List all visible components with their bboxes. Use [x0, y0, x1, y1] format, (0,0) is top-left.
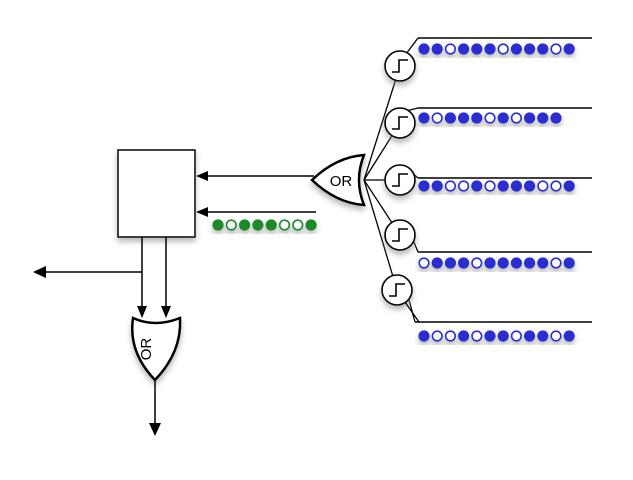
spike-dot-empty: [471, 257, 483, 269]
spike-dot-empty: [537, 180, 549, 192]
input-dot-filled: [265, 219, 277, 231]
spike-dot-filled: [458, 112, 470, 124]
spike-dot-empty: [471, 330, 483, 342]
step-function-icon: [384, 50, 416, 82]
spike-dot-filled: [484, 330, 496, 342]
spike-dot-filled: [418, 180, 430, 192]
spike-dot-filled: [431, 180, 443, 192]
spike-dot-empty: [497, 43, 509, 55]
spike-dot-filled: [537, 43, 549, 55]
step-function-icon: [384, 107, 416, 139]
input-dot-filled: [239, 219, 251, 231]
spike-dot-filled: [537, 330, 549, 342]
channel-line: [405, 37, 419, 55]
input-dot-empty: [225, 219, 237, 231]
spike-dot-filled: [444, 257, 457, 269]
spike-dot-filled: [523, 257, 536, 269]
spike-dot-empty: [484, 180, 496, 192]
spike-dot-filled: [418, 112, 430, 124]
spike-dot-empty: [458, 180, 470, 192]
spike-dot-filled: [458, 257, 470, 269]
main-or-label: OR: [330, 173, 353, 190]
spike-dot-filled: [458, 330, 470, 342]
spike-dot-empty: [550, 180, 562, 192]
spike-dot-filled: [418, 330, 430, 342]
spike-dot-filled: [497, 257, 509, 269]
spike-dot-empty: [550, 43, 562, 55]
spike-dot-filled: [523, 43, 536, 55]
spike-dot-filled: [537, 112, 549, 124]
fan-line: [363, 179, 398, 291]
spike-dot-empty: [431, 112, 443, 124]
fan-line: [363, 65, 401, 181]
bottom-output-arrow-head: [149, 423, 161, 436]
spike-dot-filled: [510, 180, 523, 192]
spike-dot-empty: [431, 330, 443, 342]
spike-dot-empty: [444, 180, 457, 192]
step-function-icon: [384, 164, 416, 196]
spike-dot-filled: [563, 43, 575, 55]
spike-dot-filled: [537, 257, 549, 269]
spike-dot-filled: [563, 257, 575, 269]
spike-dot-filled: [510, 257, 523, 269]
input-sequence: [212, 219, 317, 231]
spike-dot-filled: [497, 112, 509, 124]
spike-train: [418, 257, 575, 269]
spike-dot-filled: [497, 330, 509, 342]
spike-dot-filled: [563, 330, 575, 342]
spike-train: [418, 112, 562, 124]
input-dot-filled: [212, 219, 224, 231]
spike-dot-filled: [484, 43, 496, 55]
spike-dot-filled: [523, 112, 536, 124]
spike-train: [418, 330, 575, 342]
spike-dot-filled: [458, 43, 470, 55]
spike-dot-filled: [431, 257, 443, 269]
step-function-icon: [381, 274, 413, 306]
spike-dot-empty: [550, 257, 562, 269]
spike-dot-filled: [497, 180, 509, 192]
input-dot-empty: [292, 219, 304, 231]
input-dot-filled: [305, 219, 317, 231]
channels: [381, 37, 592, 323]
spike-dot-empty: [444, 43, 457, 55]
spike-dot-empty: [510, 330, 523, 342]
spike-dot-filled: [471, 180, 483, 192]
spike-dot-filled: [523, 180, 536, 192]
spike-train: [418, 43, 575, 55]
step-function-icon: [384, 219, 416, 251]
input-spike-train: [212, 219, 317, 231]
or-to-block-arrow-head: [196, 171, 208, 181]
spike-dot-filled: [523, 330, 536, 342]
left-output-arrow-head: [33, 266, 46, 278]
input-dot-empty: [278, 219, 291, 231]
spike-dot-empty: [550, 330, 562, 342]
lower-or-gate: [131, 316, 182, 382]
spike-train: [418, 180, 575, 192]
spike-dot-filled: [444, 112, 457, 124]
block-to-lower-or-head-2: [161, 306, 171, 318]
processor-block: [117, 149, 196, 238]
spike-trains: [418, 43, 575, 342]
input-dot-filled: [252, 219, 264, 231]
spike-dot-empty: [484, 112, 496, 124]
channel-line: [404, 301, 420, 323]
spike-dot-filled: [550, 112, 562, 124]
main-or-gate: [310, 153, 366, 207]
input-to-block-arrow-head: [196, 207, 208, 217]
spike-dot-filled: [563, 180, 575, 192]
spike-dot-filled: [484, 257, 496, 269]
lower-or-label: OR: [138, 338, 155, 361]
spike-dot-filled: [431, 43, 443, 55]
block-to-lower-or-head-1: [137, 306, 147, 318]
spike-dot-empty: [418, 257, 430, 269]
spike-dot-empty: [444, 330, 457, 342]
spike-dot-filled: [471, 43, 483, 55]
spike-dot-filled: [510, 43, 523, 55]
spike-dot-empty: [510, 112, 523, 124]
spike-dot-filled: [471, 112, 483, 124]
spike-dot-filled: [418, 43, 430, 55]
